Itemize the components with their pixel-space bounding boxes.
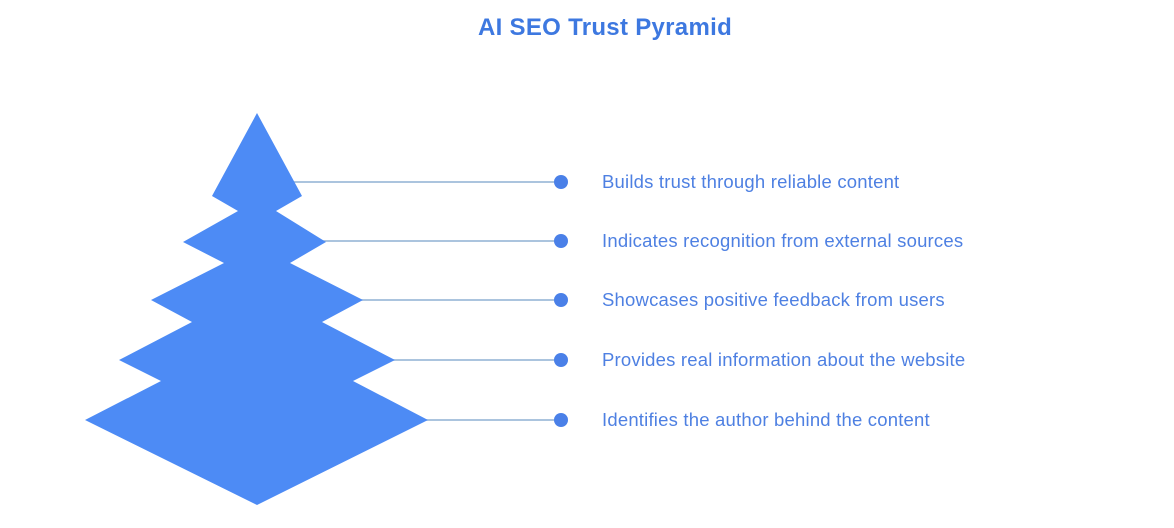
- pyramid-shape: [85, 113, 428, 505]
- connector-dot-icon: [554, 353, 568, 367]
- level-label-4: Provides real information about the webs…: [602, 349, 966, 370]
- level-label-bottom: Identifies the author behind the content: [602, 409, 930, 430]
- connector-dot-icon: [554, 293, 568, 307]
- level-label-top: Builds trust through reliable content: [602, 171, 900, 192]
- connector-dot-icon: [554, 413, 568, 427]
- connector-dot-icon: [554, 175, 568, 189]
- connector-dots: [554, 175, 568, 427]
- diagram-title: AI SEO Trust Pyramid: [477, 14, 733, 41]
- level-label-3: Showcases positive feedback from users: [602, 289, 945, 310]
- connector-dot-icon: [554, 234, 568, 248]
- connector-lines: [285, 181, 554, 421]
- level-label-2: Indicates recognition from external sour…: [602, 230, 964, 251]
